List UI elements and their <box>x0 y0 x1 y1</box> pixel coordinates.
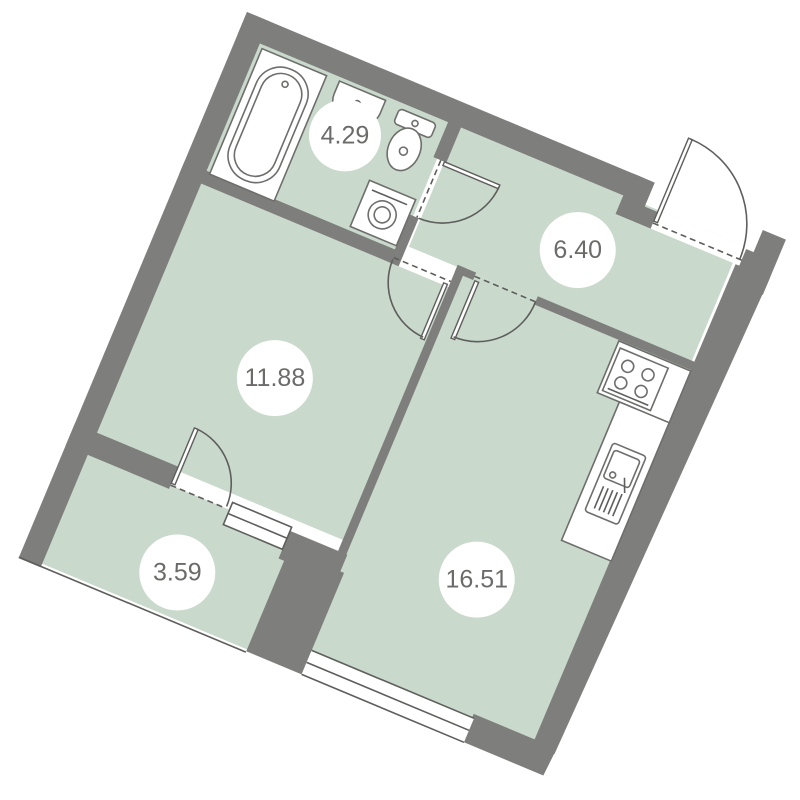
wall-bathroom-bottom <box>179 161 403 266</box>
door-balcony-exterior[interactable] <box>650 137 777 266</box>
area-value-living: 16.51 <box>445 566 508 594</box>
wall-top <box>237 12 644 201</box>
toilet-icon <box>386 108 437 172</box>
door-loggia[interactable] <box>170 427 249 510</box>
door-living[interactable] <box>449 275 537 362</box>
wall-bottom-left-block <box>246 549 345 675</box>
wall-partition-cap <box>454 264 477 281</box>
door-bathroom[interactable] <box>416 159 501 242</box>
wall-hallway-living <box>534 296 697 371</box>
door-bedroom[interactable] <box>369 256 452 341</box>
wall-right <box>532 264 770 755</box>
area-label-hallway: 6.40 <box>539 212 616 289</box>
area-value-balcony: 3.59 <box>153 559 202 587</box>
area-value-bedroom: 11.88 <box>245 364 306 392</box>
area-label-balcony: 3.59 <box>139 534 216 611</box>
area-value-hallway: 6.40 <box>553 236 602 264</box>
wall-partition <box>295 264 467 656</box>
wall-bathroom-right-lower <box>389 214 419 267</box>
washing-machine-icon <box>349 179 417 247</box>
plan-rotated-group: 4.29 6.40 11.88 3.59 16.51 <box>18 12 786 776</box>
wall-bedroom-balcony <box>65 423 179 489</box>
area-value-bathroom: 4.29 <box>321 121 370 149</box>
window-living <box>301 649 475 744</box>
walls <box>18 12 786 776</box>
wall-bottom-right <box>462 713 557 776</box>
bathtub-icon <box>208 47 328 203</box>
wall-bathroom-right-upper <box>433 118 463 163</box>
area-label-living: 16.51 <box>438 541 515 618</box>
kitchen-sink-icon <box>584 442 647 525</box>
window-balcony-partition <box>222 501 293 551</box>
wall-top-step-lower <box>615 197 658 229</box>
area-label-bedroom: 11.88 <box>236 340 313 417</box>
area-label-bathroom: 4.29 <box>308 99 381 172</box>
wall-partition-block-top <box>278 530 348 583</box>
balcony-outer-edge <box>18 556 247 653</box>
stove-icon <box>601 347 670 412</box>
living-floor <box>306 269 694 744</box>
